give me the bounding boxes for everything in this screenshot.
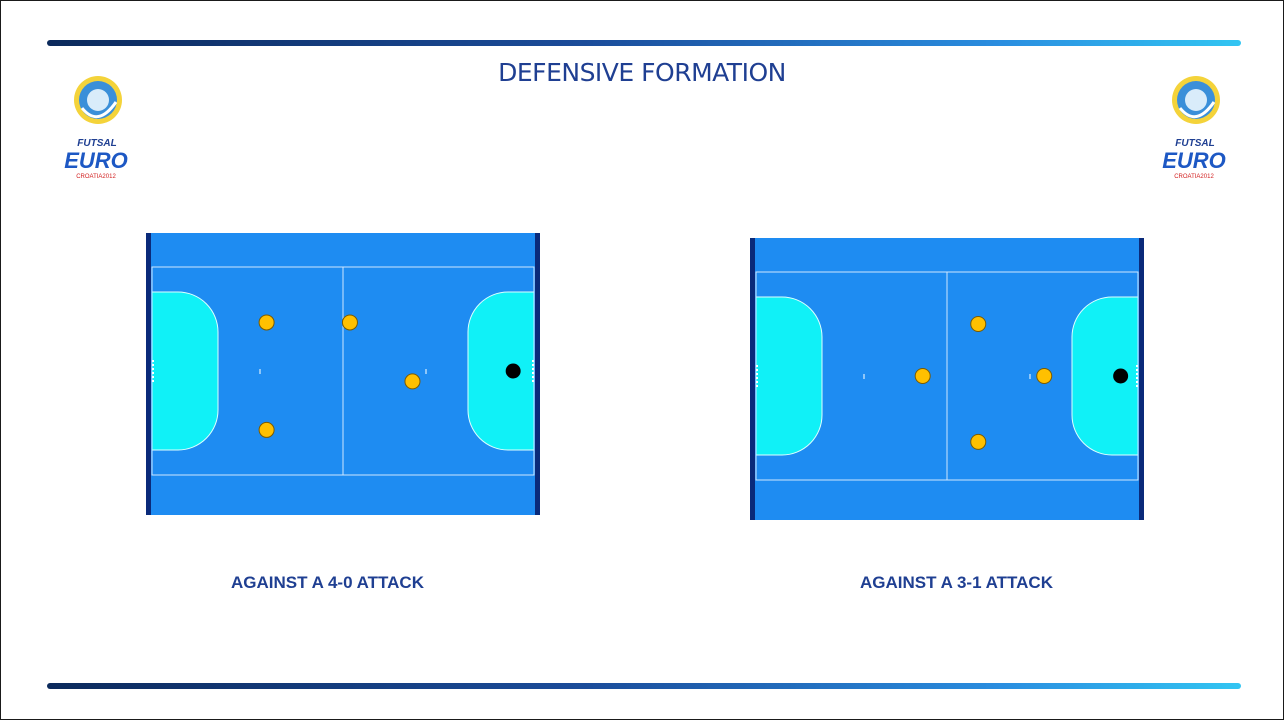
defender-marker-3 <box>341 314 358 331</box>
defender-marker-1 <box>914 368 931 384</box>
defender-marker-1 <box>258 314 275 331</box>
uefa-futsal-euro-logo-right: FUTSAL EURO CROATIA2012 <box>1162 76 1226 180</box>
ball-marker <box>1113 368 1129 384</box>
logo-euro-text: EURO <box>64 148 128 173</box>
logo-euro-text: EURO <box>1162 148 1226 173</box>
penalty-area-left <box>755 296 823 456</box>
court-diagram-4-0 <box>146 233 540 515</box>
penalty-area-right <box>1071 296 1139 456</box>
defender-marker-2 <box>970 316 987 332</box>
page-title: DEFENSIVE FORMATION <box>498 58 786 87</box>
defender-marker-3 <box>970 433 987 450</box>
uefa-futsal-euro-logo-left: FUTSAL EURO CROATIA2012 <box>64 76 128 180</box>
defender-marker-4 <box>404 373 421 390</box>
logo-futsal-text: FUTSAL <box>77 138 116 149</box>
defender-marker-4 <box>1036 368 1053 384</box>
logo-croatia-text: CROATIA2012 <box>1174 174 1214 180</box>
court-edge-left <box>750 238 755 520</box>
logo-futsal-text: FUTSAL <box>1175 138 1214 149</box>
bottom-divider <box>47 683 1241 689</box>
court-edge-right <box>1139 238 1144 520</box>
ball-marker <box>505 363 521 379</box>
defender-marker-2 <box>258 421 275 438</box>
logo-croatia-text: CROATIA2012 <box>76 174 116 180</box>
court-diagram-3-1 <box>750 238 1144 520</box>
court-edge-left <box>146 233 151 515</box>
top-divider <box>47 40 1241 46</box>
caption-3-1-attack: AGAINST A 3-1 ATTACK <box>860 573 1053 592</box>
court-edge-right <box>535 233 540 515</box>
caption-4-0-attack: AGAINST A 4-0 ATTACK <box>231 573 424 592</box>
penalty-area-right <box>467 291 535 451</box>
penalty-area-left <box>151 291 219 451</box>
